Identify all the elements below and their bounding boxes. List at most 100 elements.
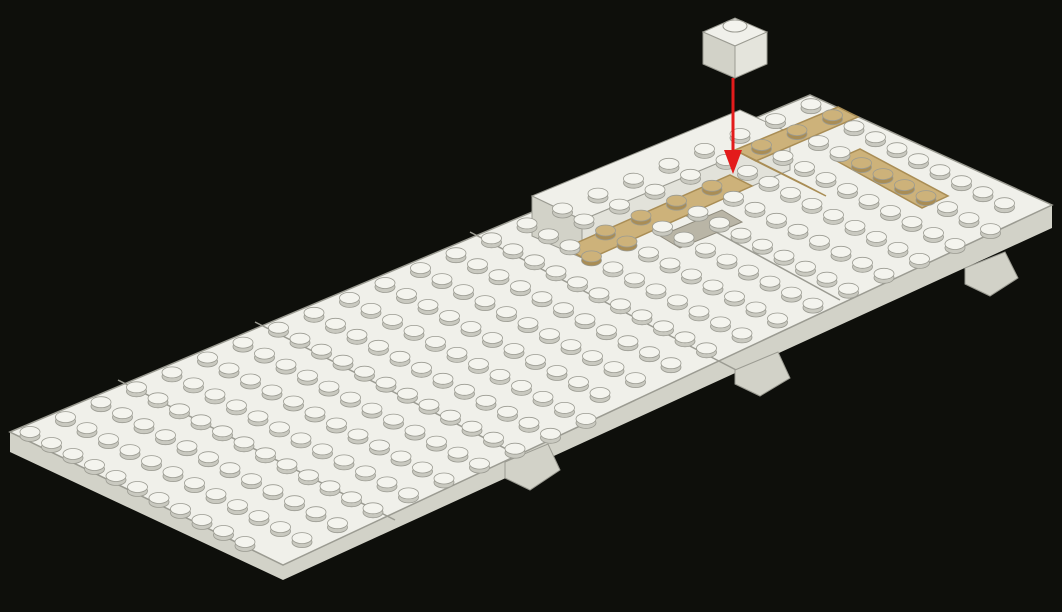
stud bbox=[645, 184, 665, 195]
stud bbox=[405, 425, 425, 436]
stud bbox=[333, 355, 353, 366]
stud bbox=[781, 187, 801, 198]
stud bbox=[328, 518, 348, 529]
stud bbox=[575, 314, 595, 325]
stud bbox=[228, 500, 248, 511]
stud bbox=[441, 410, 461, 421]
stud bbox=[227, 400, 247, 411]
stud bbox=[519, 417, 539, 428]
stud bbox=[746, 302, 766, 313]
stud bbox=[391, 451, 411, 462]
stud bbox=[340, 292, 360, 303]
stud bbox=[973, 187, 993, 198]
stud bbox=[681, 169, 701, 180]
stud bbox=[981, 224, 1001, 235]
stud bbox=[206, 489, 226, 500]
stud bbox=[170, 404, 190, 415]
stud bbox=[625, 273, 645, 284]
stud bbox=[490, 369, 510, 380]
stud bbox=[589, 288, 609, 299]
stud bbox=[446, 248, 466, 259]
stud bbox=[518, 318, 538, 329]
stud bbox=[839, 283, 859, 294]
stud bbox=[824, 209, 844, 220]
stud bbox=[128, 482, 148, 493]
stud bbox=[845, 220, 865, 231]
stud bbox=[610, 199, 630, 210]
tan-stud bbox=[787, 125, 807, 136]
stud bbox=[106, 471, 126, 482]
stud bbox=[930, 165, 950, 176]
stud bbox=[646, 284, 666, 295]
stud bbox=[539, 229, 559, 240]
stud bbox=[468, 259, 488, 270]
stud bbox=[801, 99, 821, 110]
stud bbox=[285, 496, 305, 507]
stud bbox=[42, 438, 62, 449]
stud bbox=[995, 198, 1015, 209]
stud bbox=[525, 255, 545, 266]
stud bbox=[356, 466, 376, 477]
stud bbox=[426, 336, 446, 347]
stud bbox=[831, 246, 851, 257]
stud bbox=[938, 202, 958, 213]
stud bbox=[739, 265, 759, 276]
stud bbox=[163, 467, 183, 478]
stud bbox=[77, 423, 97, 434]
stud bbox=[341, 392, 361, 403]
stud bbox=[604, 362, 624, 373]
stud bbox=[475, 296, 495, 307]
stud bbox=[803, 298, 823, 309]
stud bbox=[134, 419, 154, 430]
stud bbox=[312, 344, 332, 355]
stud bbox=[384, 414, 404, 425]
stud bbox=[867, 231, 887, 242]
tan-stud bbox=[752, 140, 772, 151]
stud bbox=[887, 143, 907, 154]
stud bbox=[561, 340, 581, 351]
stud bbox=[724, 191, 744, 202]
stud bbox=[661, 358, 681, 369]
stud bbox=[291, 433, 311, 444]
stud bbox=[241, 374, 261, 385]
stud bbox=[120, 445, 140, 456]
stud bbox=[767, 213, 787, 224]
stud bbox=[497, 307, 517, 318]
stud bbox=[99, 434, 119, 445]
stud bbox=[269, 322, 289, 333]
stud bbox=[533, 391, 553, 402]
stud bbox=[909, 154, 929, 165]
stud bbox=[347, 329, 367, 340]
stud bbox=[632, 310, 652, 321]
stud bbox=[910, 253, 930, 264]
stud bbox=[198, 352, 218, 363]
stud bbox=[263, 485, 283, 496]
stud bbox=[653, 221, 673, 232]
stud bbox=[235, 537, 255, 548]
tan-stud bbox=[873, 169, 893, 180]
stud bbox=[113, 408, 133, 419]
stud bbox=[759, 176, 779, 187]
stud bbox=[234, 437, 254, 448]
stud bbox=[504, 344, 524, 355]
tan-stud bbox=[852, 158, 872, 169]
stud bbox=[276, 359, 296, 370]
tan-stud bbox=[667, 195, 687, 206]
stud bbox=[555, 402, 575, 413]
stud bbox=[20, 427, 40, 438]
stud bbox=[725, 291, 745, 302]
stud bbox=[284, 396, 304, 407]
stud bbox=[660, 258, 680, 269]
tan-stud bbox=[617, 236, 637, 247]
stud bbox=[810, 235, 830, 246]
stud bbox=[277, 459, 297, 470]
stud bbox=[156, 430, 176, 441]
tan-stud bbox=[582, 251, 602, 262]
stud bbox=[419, 399, 439, 410]
stud bbox=[640, 347, 660, 358]
stud bbox=[753, 239, 773, 250]
stud bbox=[248, 411, 268, 422]
stud bbox=[249, 511, 269, 522]
stud bbox=[703, 280, 723, 291]
